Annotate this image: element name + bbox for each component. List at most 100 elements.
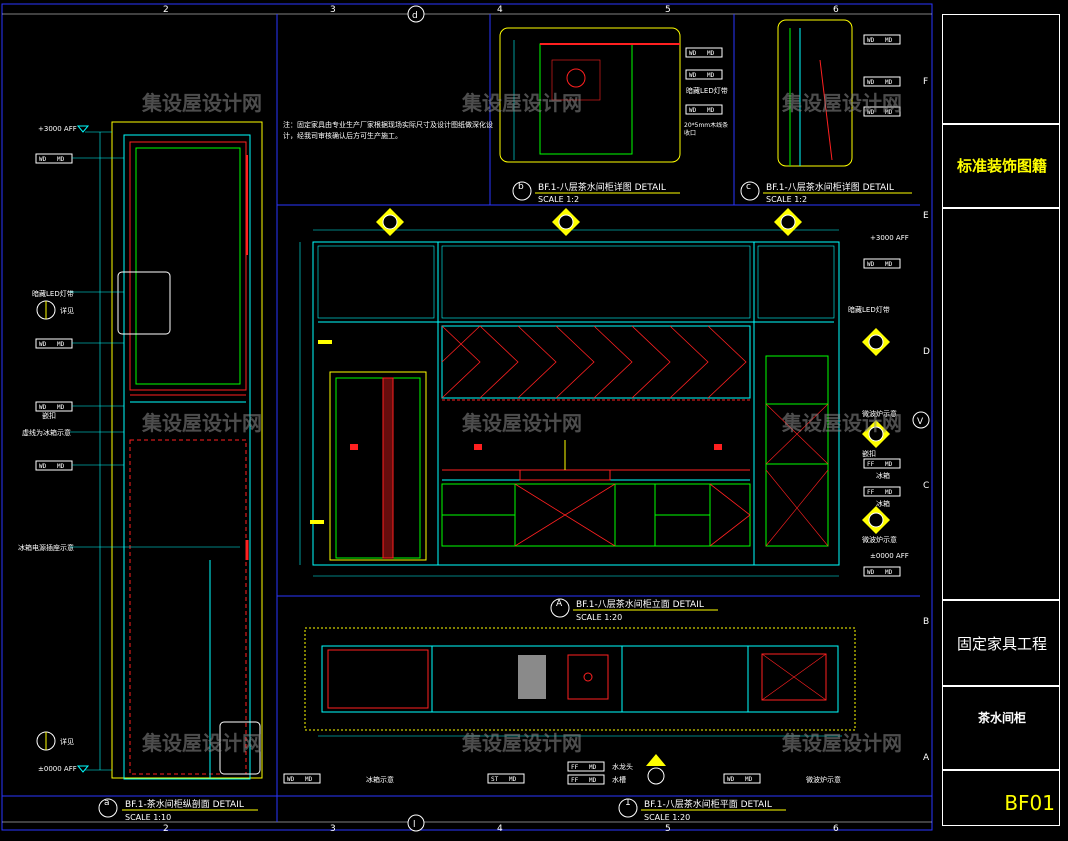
grid-letter: A xyxy=(923,753,930,763)
svg-text:WD: WD xyxy=(867,37,875,44)
svg-text:MD: MD xyxy=(707,50,715,57)
material-tag: ST MD xyxy=(487,773,525,784)
svg-text:MD: MD xyxy=(885,489,893,496)
axis-bubble-right: V xyxy=(912,411,930,429)
svg-text:WD: WD xyxy=(39,156,47,163)
svg-text:MD: MD xyxy=(885,37,893,44)
svg-text:WD: WD xyxy=(867,79,875,86)
grid-letter: C xyxy=(923,481,929,491)
grid-numbers-bottom: 2 3 4 5 6 xyxy=(163,824,839,834)
svg-text:MD: MD xyxy=(707,72,715,79)
title-block-category-cell: 标准装饰图籍 xyxy=(942,124,1060,208)
grid-number: 2 xyxy=(163,5,169,15)
item-name: 茶水间柜 xyxy=(977,711,1026,725)
material-tag: WD MD xyxy=(863,566,901,577)
svg-text:集设屋设计网: 集设屋设计网 xyxy=(781,731,902,755)
faucet-label: 水龙头 xyxy=(612,762,633,771)
svg-text:FF: FF xyxy=(571,777,579,784)
svg-text:MD: MD xyxy=(589,764,597,771)
svg-text:集设屋设计网: 集设屋设计网 xyxy=(141,91,262,115)
svg-text:集设屋设计网: 集设屋设计网 xyxy=(781,411,902,435)
svg-text:集设屋设计网: 集设屋设计网 xyxy=(781,91,902,115)
view-marker: a xyxy=(104,798,110,808)
svg-text:MD: MD xyxy=(57,463,65,470)
svg-text:ST: ST xyxy=(491,776,499,783)
grid-number: 6 xyxy=(833,5,839,15)
project-name: 固定家具工程 xyxy=(956,635,1047,653)
section-marker xyxy=(552,208,580,236)
axis-bubble-top: d xyxy=(407,5,425,23)
svg-text:MD: MD xyxy=(305,776,313,783)
upper-cabinets xyxy=(441,325,751,399)
lower-cabinets xyxy=(441,483,751,547)
svg-text:MD: MD xyxy=(509,776,517,783)
grid-letters-right: F E D C B A xyxy=(923,77,930,763)
view-scale: SCALE 1:2 xyxy=(766,195,807,204)
svg-text:MD: MD xyxy=(57,156,65,163)
drawing-frame xyxy=(1,3,933,831)
grid-number: 4 xyxy=(497,5,503,15)
svg-text:WD: WD xyxy=(39,341,47,348)
title-block-logo-cell xyxy=(942,14,1060,124)
view-title-elevation: BF.1-八层茶水间柜立面 DETAIL xyxy=(576,598,704,610)
material-tag: WD MD xyxy=(863,34,901,45)
fridge-label-plan: 冰箱示意 xyxy=(366,775,394,784)
view-marker: 1 xyxy=(625,798,631,808)
view-marker: A xyxy=(556,599,563,609)
svg-text:l: l xyxy=(413,820,416,830)
section-marker xyxy=(862,506,890,534)
view-marker: c xyxy=(746,182,751,192)
svg-text:WD: WD xyxy=(867,569,875,576)
ref-label: 嵌扣 xyxy=(42,411,56,420)
svg-text:WD: WD xyxy=(39,404,47,411)
view-title-section: BF.1-茶水间柜纵剖面 DETAIL xyxy=(125,798,244,810)
note-text: 注：固定家具由专业生产厂家根据现场实际尺寸及设计图纸做深化设计，经我司审核确认后… xyxy=(283,121,493,140)
svg-text:集设屋设计网: 集设屋设计网 xyxy=(461,411,582,435)
view-scale: SCALE 1:20 xyxy=(644,813,690,822)
section-marker xyxy=(646,754,666,785)
level-top: +3000 AFF xyxy=(38,125,77,133)
svg-text:MD: MD xyxy=(57,404,65,411)
title-block-project-cell: 固定家具工程 xyxy=(942,600,1060,686)
material-tag: FF MD xyxy=(863,458,901,469)
watermark: 集设屋设计网 集设屋设计网 集设屋设计网 集设屋设计网 集设屋设计网 集设屋设计… xyxy=(141,91,902,755)
section-marker xyxy=(862,328,890,356)
led-label-elev: 暗藏LED灯带 xyxy=(848,305,890,314)
svg-text:MD: MD xyxy=(885,461,893,468)
ref-label-elev: 嵌扣 xyxy=(862,449,876,458)
microwave-label: 微波炉示意 xyxy=(862,409,897,418)
grid-number: 6 xyxy=(833,824,839,834)
svg-text:WD: WD xyxy=(727,776,735,783)
svg-text:WD: WD xyxy=(867,109,875,116)
view-title-plan: BF.1-八层茶水间柜平面 DETAIL xyxy=(644,798,772,810)
title-block-item-cell: 茶水间柜 xyxy=(942,686,1060,770)
fridge2-label: 冰箱 xyxy=(876,471,890,480)
title-block-blank-cell xyxy=(942,208,1060,600)
fridge-power-label: 冰箱电源插座示意 xyxy=(18,543,74,552)
svg-text:FF: FF xyxy=(867,461,875,468)
svg-text:WD: WD xyxy=(287,776,295,783)
material-tag: WD MD xyxy=(35,153,73,164)
material-tag: WD MD xyxy=(35,401,73,412)
svg-text:MD: MD xyxy=(885,569,893,576)
svg-text:FF: FF xyxy=(571,764,579,771)
view-scale: SCALE 1:2 xyxy=(538,195,579,204)
oven-label: 微波炉示意 xyxy=(862,535,897,544)
svg-text:集设屋设计网: 集设屋设计网 xyxy=(461,731,582,755)
general-note: 注：固定家具由专业生产厂家根据现场实际尺寸及设计图纸做深化设计，经我司审核确认后… xyxy=(283,121,493,140)
level-top-elev: +3000 AFF xyxy=(870,234,909,242)
grid-number: 5 xyxy=(665,5,671,15)
grid-number: 3 xyxy=(330,5,336,15)
grid-letter: F xyxy=(923,77,928,87)
basin-label: 水槽 xyxy=(612,775,626,784)
material-tag: WD MD xyxy=(283,773,321,784)
svg-text:V: V xyxy=(917,417,924,427)
